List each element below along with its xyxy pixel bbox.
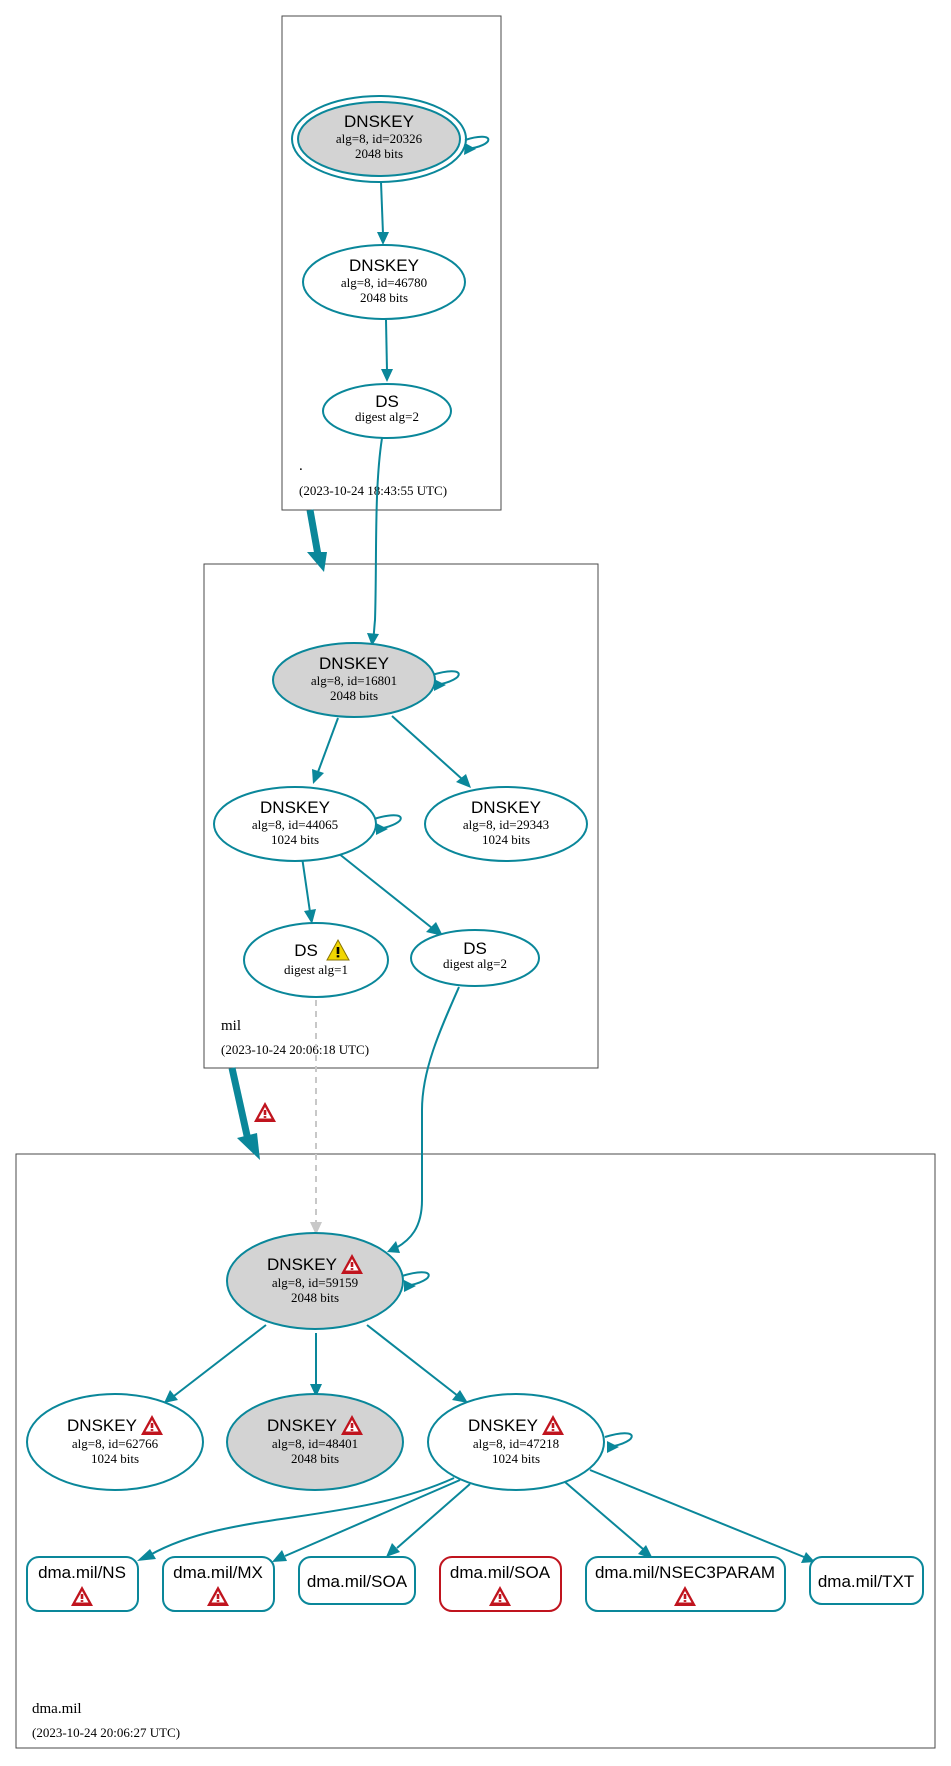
mil-zsk1-title: DNSKEY (260, 798, 330, 817)
root-ksk-node[interactable]: DNSKEY alg=8, id=20326 2048 bits (291, 95, 467, 183)
zone-dma-box (15, 1153, 936, 1749)
rrset-ns-node[interactable]: dma.mil/NS (26, 1556, 139, 1612)
mil-zsk1-line1: alg=8, id=44065 (252, 817, 338, 832)
self-sign-edge-mil-ksk (431, 670, 460, 686)
root-zsk-node[interactable]: DNSKEY alg=8, id=46780 2048 bits (302, 244, 466, 320)
edge-dma-key3-soa (396, 1483, 471, 1549)
dma-key3-title: DNSKEY (468, 1416, 538, 1435)
delegation-edge-mil-dma (228, 1067, 252, 1141)
edge-dma-ksk-key1 (173, 1324, 267, 1397)
edge-dma-key3-mx (284, 1479, 461, 1557)
mil-ksk-title: DNSKEY (319, 654, 389, 673)
root-ksk-line1: alg=8, id=20326 (336, 131, 423, 146)
zone-mil-box (203, 563, 599, 1069)
zone-dma-label: dma.mil (32, 1701, 82, 1717)
rrset-soa-node[interactable]: dma.mil/SOA (298, 1556, 416, 1605)
rrset-txt-label: dma.mil/TXT (818, 1572, 914, 1591)
mil-zsk2-line2: 1024 bits (482, 832, 530, 847)
mil-ds2-title: DS (463, 939, 487, 958)
dma-key3-line1: alg=8, id=47218 (473, 1436, 559, 1451)
dma-key1-title: DNSKEY (67, 1416, 137, 1435)
edge-mil-zsk1-ds1 (301, 856, 311, 913)
root-zsk-line1: alg=8, id=46780 (341, 275, 427, 290)
mil-ksk-line1: alg=8, id=16801 (311, 673, 397, 688)
rrset-soa-label: dma.mil/SOA (307, 1572, 408, 1591)
root-ksk-line2: 2048 bits (355, 146, 403, 161)
self-sign-edge-dma-ksk (401, 1271, 430, 1287)
rrset-txt-node[interactable]: dma.mil/TXT (809, 1556, 924, 1605)
edge-dma-key3-ns (149, 1477, 455, 1556)
root-zsk-line2: 2048 bits (360, 290, 408, 305)
zone-root-label: . (299, 458, 303, 474)
rrset-mx-label: dma.mil/MX (173, 1563, 263, 1582)
edge-dma-ksk-key3 (366, 1324, 459, 1397)
root-ds-title: DS (375, 392, 399, 411)
mil-ds2-node[interactable]: DS digest alg=2 (410, 929, 540, 987)
mil-zsk2-line1: alg=8, id=29343 (463, 817, 549, 832)
rrset-soa-error-node[interactable]: dma.mil/SOA (439, 1556, 562, 1612)
dma-ksk-title: DNSKEY (267, 1255, 337, 1274)
mil-ds1-node[interactable]: DS digest alg=1 (243, 922, 389, 998)
zone-root-timestamp: (2023-10-24 18:43:55 UTC) (299, 483, 447, 498)
delegation-error-icon (254, 1102, 276, 1122)
zone-dma-timestamp: (2023-10-24 20:06:27 UTC) (32, 1725, 180, 1740)
rrset-mx-node[interactable]: dma.mil/MX (162, 1556, 275, 1612)
dma-key3-node[interactable]: DNSKEY alg=8, id=47218 1024 bits (427, 1393, 605, 1491)
mil-ds2-line1: digest alg=2 (443, 956, 507, 971)
edge-mil-ds2-dma-ksk (395, 986, 460, 1249)
mil-zsk2-node[interactable]: DNSKEY alg=8, id=29343 1024 bits (424, 786, 588, 862)
root-zsk-title: DNSKEY (349, 256, 419, 275)
edge-mil-ksk-zsk2 (391, 715, 463, 780)
edge-dma-key3-nsec3param (564, 1481, 644, 1550)
dma-key2-line1: alg=8, id=48401 (272, 1436, 358, 1451)
mil-zsk1-node[interactable]: DNSKEY alg=8, id=44065 1024 bits (213, 786, 377, 862)
zone-mil-timestamp: (2023-10-24 20:06:18 UTC) (221, 1042, 369, 1057)
dma-ksk-line2: 2048 bits (291, 1290, 339, 1305)
edge-mil-ksk-zsk1 (317, 717, 339, 773)
dma-key2-node[interactable]: DNSKEY alg=8, id=48401 2048 bits (226, 1393, 404, 1491)
dma-key1-line1: alg=8, id=62766 (72, 1436, 159, 1451)
dma-key2-title: DNSKEY (267, 1416, 337, 1435)
edge-root-zsk-ds (385, 319, 388, 372)
rrset-nsec3param-node[interactable]: dma.mil/NSEC3PARAM (585, 1556, 786, 1612)
dma-ksk-node[interactable]: DNSKEY alg=8, id=59159 2048 bits (226, 1232, 404, 1330)
mil-ds1-line1: digest alg=1 (284, 962, 348, 977)
dma-key1-line2: 1024 bits (91, 1451, 139, 1466)
root-ds-line1: digest alg=2 (355, 409, 419, 424)
dma-ksk-line1: alg=8, id=59159 (272, 1275, 358, 1290)
dma-key2-line2: 2048 bits (291, 1451, 339, 1466)
self-sign-edge-dma-key3 (604, 1432, 633, 1448)
self-sign-edge-mil-zsk1 (373, 814, 402, 830)
mil-ksk-node[interactable]: DNSKEY alg=8, id=16801 2048 bits (272, 642, 436, 718)
root-ksk-title: DNSKEY (344, 112, 414, 131)
zone-mil-label: mil (221, 1018, 241, 1034)
root-ds-node[interactable]: DS digest alg=2 (322, 383, 452, 439)
rrset-ns-label: dma.mil/NS (38, 1563, 126, 1582)
mil-zsk1-line2: 1024 bits (271, 832, 319, 847)
mil-zsk2-title: DNSKEY (471, 798, 541, 817)
rrset-nsec3param-label: dma.mil/NSEC3PARAM (595, 1563, 775, 1582)
delegation-edge-root-mil (306, 509, 322, 556)
edge-dma-key3-txt (589, 1469, 805, 1558)
edge-mil-zsk1-ds2 (337, 852, 433, 929)
dma-key3-line2: 1024 bits (492, 1451, 540, 1466)
mil-ds1-title: DS (294, 941, 318, 960)
mil-ksk-line2: 2048 bits (330, 688, 378, 703)
zone-root-box (281, 15, 502, 511)
rrset-soa-error-label: dma.mil/SOA (450, 1563, 551, 1582)
edge-root-ksk-zsk (380, 181, 384, 235)
edge-root-ds-mil-ksk (372, 437, 383, 642)
dma-key1-node[interactable]: DNSKEY alg=8, id=62766 1024 bits (26, 1393, 204, 1491)
